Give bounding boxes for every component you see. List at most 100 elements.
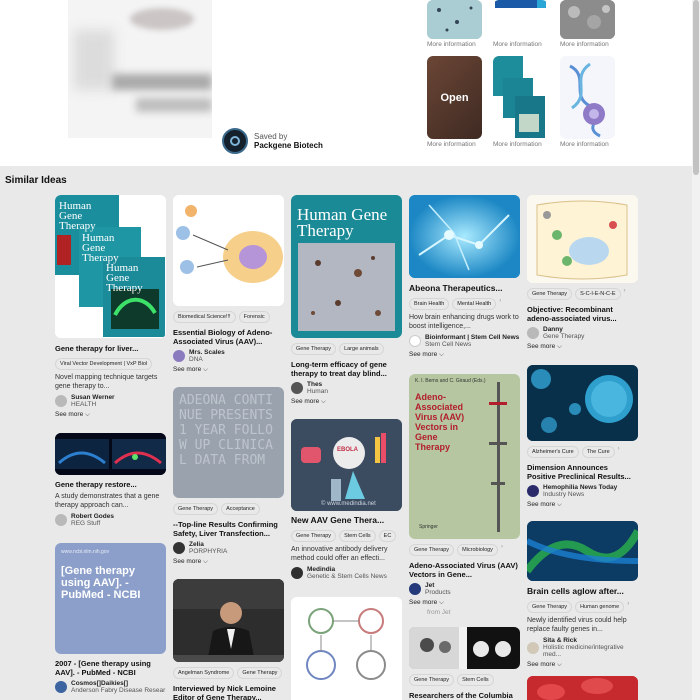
tag-chip[interactable]: Gene Therapy [527, 601, 573, 613]
pin-title[interactable]: 2007 - [Gene therapy using AAV]. - PubMe… [55, 659, 151, 677]
pin-image[interactable]: EBOLA © www.medindia.net [291, 419, 402, 511]
user-name[interactable]: Zelia [189, 541, 204, 548]
user-name[interactable]: Susan Werner [71, 394, 115, 401]
tag-chip[interactable]: Forensic [238, 311, 270, 323]
tag-chip[interactable]: Stem Cells [457, 674, 494, 686]
user-avatar[interactable] [409, 335, 421, 347]
pin-card[interactable] [291, 597, 402, 700]
more-info-2[interactable]: More information [493, 41, 542, 48]
pin-card[interactable]: Gene therapy restore... A study demonstr… [55, 433, 166, 527]
user-name[interactable]: Medindia [307, 566, 336, 573]
tag-chip[interactable]: Gene Therapy [291, 530, 337, 542]
pin-title[interactable]: Adeno-Associated Virus (AAV) Vectors in … [409, 561, 518, 579]
tag-chip[interactable]: Gene Therapy [409, 544, 455, 556]
user-name[interactable]: Danny [543, 326, 563, 333]
board-name[interactable]: Anderson Fabry Disease Resear [71, 687, 166, 694]
pin-card[interactable]: EBOLA © www.medindia.net New AAV Gene Th… [291, 419, 402, 580]
board-name[interactable]: Stem Cell News [425, 341, 472, 348]
pin-title[interactable]: Essential Biology of Adeno-Associated Vi… [173, 328, 273, 346]
tag-chip[interactable]: Gene Therapy [173, 503, 219, 515]
see-more-link[interactable]: See more ⌵ [173, 558, 284, 566]
pin-image[interactable] [409, 195, 520, 278]
chevron-right-icon[interactable]: › [500, 544, 503, 550]
tag-chip[interactable]: Alzheimer's Cure [527, 446, 579, 458]
saver-name[interactable]: Packgene Biotech [254, 141, 323, 150]
pin-image[interactable] [55, 433, 166, 475]
pin-title[interactable]: Interviewed by Nick Lemoine Editor of Ge… [173, 684, 276, 700]
see-more-link[interactable]: See more ⌵ [409, 599, 520, 607]
more-info-3[interactable]: More information [560, 41, 609, 48]
related-thumb-3[interactable] [560, 0, 615, 39]
user-avatar[interactable] [173, 542, 185, 554]
pin-image[interactable] [527, 195, 638, 283]
tag-chip[interactable]: Stem Cells [339, 530, 376, 542]
from-source[interactable]: from Jet [427, 609, 451, 616]
pin-card[interactable]: Human Gene Therapy Human Gene Therapy Hu… [55, 195, 166, 419]
pin-card[interactable]: ADEONA CONTINUE PRESENTS 1 YEAR FOLLOW U… [173, 387, 284, 566]
user-avatar[interactable] [291, 567, 303, 579]
pin-card[interactable]: Biomedical Science!!!Forensic Essential … [173, 195, 284, 374]
tag-chip[interactable]: Large animals [339, 343, 384, 355]
tag-chip[interactable]: EC [378, 530, 397, 542]
pin-card[interactable]: www.ncbi.nlm.nih.gov [Gene therapy using… [55, 543, 166, 694]
user-name[interactable]: Robert Godes [71, 513, 114, 520]
tag-chip[interactable]: The Cure [581, 446, 615, 458]
pin-card[interactable]: K. I. Berns and C. Giraud (Eds.) Adeno-A… [409, 374, 520, 616]
user-name[interactable]: Jet [425, 582, 435, 589]
related-thumb-1[interactable] [427, 0, 482, 39]
user-avatar[interactable] [291, 382, 303, 394]
pin-title[interactable]: Gene therapy for liver... [55, 344, 139, 353]
pin-title[interactable]: Gene therapy restore... [55, 480, 137, 489]
user-avatar[interactable] [55, 395, 67, 407]
more-info-6[interactable]: More information [560, 141, 609, 148]
board-name[interactable]: Products [425, 589, 451, 596]
tag-chip[interactable]: Angelman Syndrome [173, 667, 235, 679]
user-name[interactable]: Mrs. Scales [189, 349, 225, 356]
tag-chip[interactable]: Acceptance [221, 503, 260, 515]
board-name[interactable]: PORPHYRIA [189, 548, 228, 555]
user-name[interactable]: Sita & Rick [543, 637, 577, 644]
tag-chip[interactable]: S-C-I-E-N-C-E [575, 288, 621, 300]
pin-image[interactable] [527, 365, 638, 441]
board-name[interactable]: Industry News [543, 491, 585, 498]
pin-image[interactable] [173, 195, 284, 306]
see-more-link[interactable]: See more ⌵ [173, 366, 284, 374]
pin-image[interactable] [409, 627, 520, 669]
tag-chip[interactable]: Gene Therapy [237, 667, 283, 679]
user-name[interactable]: Thes [307, 381, 323, 388]
tag-chip[interactable]: Viral Vector Development | VxP Biol [55, 358, 153, 370]
pin-title[interactable]: New AAV Gene Thera... [291, 515, 385, 525]
pin-image[interactable]: www.ncbi.nlm.nih.gov [Gene therapy using… [55, 543, 166, 654]
see-more-link[interactable]: See more ⌵ [55, 411, 166, 419]
pin-title[interactable]: Abeona Therapeutics... [409, 283, 503, 293]
user-avatar[interactable] [527, 327, 539, 339]
tag-chip[interactable]: Mental Health [452, 298, 497, 310]
see-more-link[interactable]: See more ⌵ [291, 398, 402, 406]
page-scrollbar[interactable] [692, 0, 700, 700]
tag-chip[interactable]: Gene Therapy [291, 343, 337, 355]
see-more-link[interactable]: See more ⌵ [527, 343, 638, 351]
pin-title[interactable]: Dimension Announces Positive Preclinical… [527, 463, 631, 481]
see-more-link[interactable]: See more ⌵ [527, 501, 638, 509]
more-info-1[interactable]: More information [427, 41, 476, 48]
board-name[interactable]: HEALTH [71, 401, 97, 408]
user-avatar[interactable] [173, 350, 185, 362]
board-name[interactable]: DNA [189, 356, 203, 363]
pin-image[interactable]: K. I. Berns and C. Giraud (Eds.) Adeno-A… [409, 374, 520, 539]
more-info-5[interactable]: More information [493, 141, 542, 148]
